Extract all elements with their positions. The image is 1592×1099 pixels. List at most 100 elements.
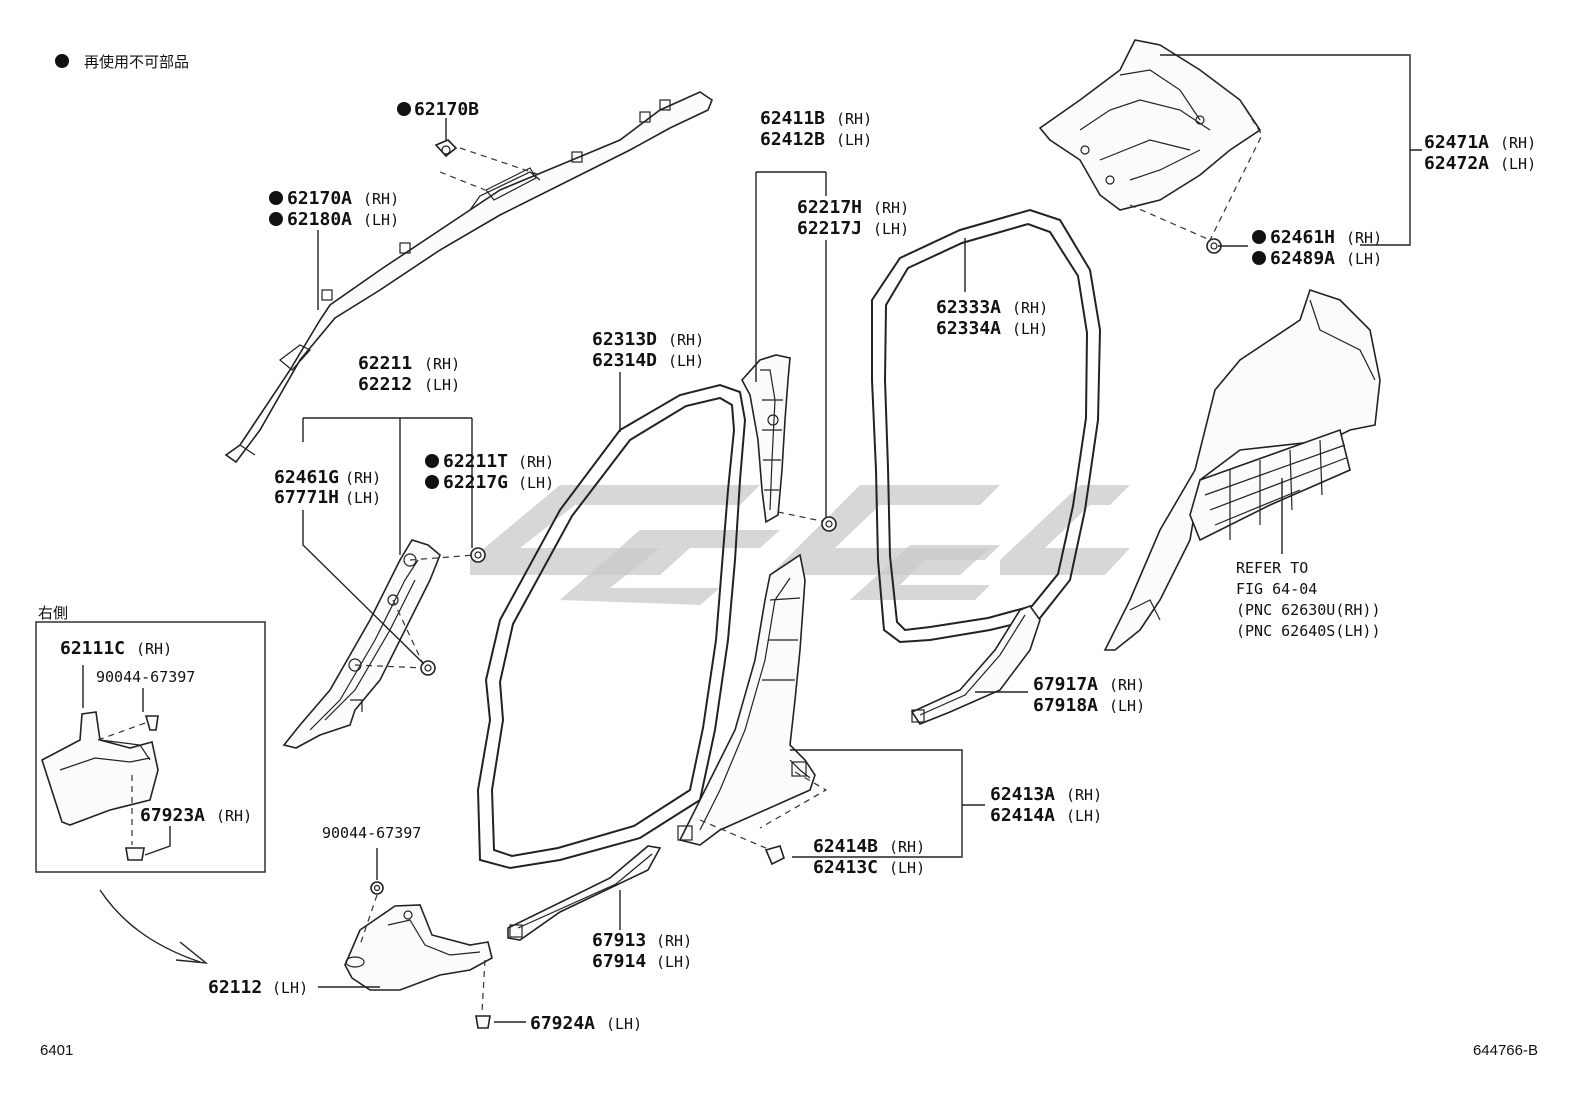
- side-suffix: (LH): [889, 859, 925, 877]
- refer-line: (PNC 62630U(RH)): [1236, 601, 1381, 619]
- callout-62170A: 62170A (RH) 62180A (LH): [269, 188, 399, 230]
- part-number: 62489A: [1270, 248, 1335, 269]
- side-suffix: (RH): [1066, 786, 1102, 804]
- clip-90044-icon: [370, 881, 384, 895]
- side-suffix: (LH): [668, 352, 704, 370]
- callout-62313D: 62313D (RH) 62314D (LH): [592, 329, 704, 371]
- side-suffix: (LH): [1012, 320, 1048, 338]
- side-suffix: (LH): [656, 953, 692, 971]
- callout-62112: 62112 (LH): [208, 977, 308, 998]
- inset-title: 右側: [38, 604, 68, 622]
- part-number: 62472A: [1424, 153, 1489, 174]
- side-suffix: (RH): [136, 640, 172, 658]
- part-number: 62217H: [797, 197, 862, 218]
- callout-90044-inset: 90044-67397: [96, 668, 195, 686]
- callout-62111C: 62111C (RH): [60, 638, 172, 659]
- legend-text: 再使用不可部品: [84, 53, 189, 71]
- part-number: 67923A: [140, 805, 205, 826]
- callout-67917A: 67917A (RH) 67918A (LH): [1033, 674, 1145, 716]
- side-suffix: (LH): [836, 131, 872, 149]
- side-suffix: (RH): [363, 190, 399, 208]
- part-number: 62333A: [936, 297, 1001, 318]
- side-suffix: (RH): [424, 355, 460, 373]
- part-number: 62461G: [274, 467, 339, 488]
- refer-line: FIG 64-04: [1236, 580, 1317, 598]
- side-suffix: (LH): [1066, 807, 1102, 825]
- part-number: 62180A: [287, 209, 352, 230]
- side-suffix: (LH): [424, 376, 460, 394]
- part-number: 62413A: [990, 784, 1055, 805]
- part-number: 67924A: [530, 1013, 595, 1034]
- callout-62211T: 62211T (RH) 62217G (LH): [425, 451, 554, 493]
- part-number: 67913: [592, 930, 646, 951]
- footer-right-code: 644766-B: [1473, 1042, 1538, 1059]
- inset-arrow-icon: [99, 889, 209, 964]
- part-number: 62413C: [813, 857, 878, 878]
- callout-62413A: 62413A (RH) 62414A (LH): [990, 784, 1102, 826]
- side-suffix: (RH): [656, 932, 692, 950]
- callout-90044-main: 90044-67397: [322, 824, 421, 842]
- part-number: 62112: [208, 977, 262, 998]
- part-number: 62211T: [443, 451, 508, 472]
- roof-side-inner-garnish-part: [1038, 39, 1262, 211]
- center-pillar-upper-garnish-part: [741, 354, 791, 524]
- part-number: 62170B: [414, 99, 479, 120]
- center-pillar-lower-garnish-part: [677, 553, 816, 846]
- part-number: 62217G: [443, 472, 508, 493]
- part-number: 62411B: [760, 108, 825, 129]
- callout-62170B: 62170B: [397, 99, 479, 120]
- rear-scuff-plate-part: [910, 605, 1041, 725]
- callout-67924A: 67924A (LH): [530, 1013, 642, 1034]
- retainer-67924A-icon: [475, 1015, 491, 1029]
- cowl-side-trim-lh-part: [344, 904, 493, 991]
- side-suffix: (RH): [1012, 299, 1048, 317]
- part-number: 67918A: [1033, 695, 1098, 716]
- side-suffix: (LH): [363, 211, 399, 229]
- clip-62461G-icon: [420, 660, 436, 676]
- roof-side-airbag-part: [224, 91, 713, 464]
- part-number: 62313D: [592, 329, 657, 350]
- callout-62461G: 62461G (RH) 67771H (LH): [274, 467, 381, 508]
- front-door-weatherstrip-part: [476, 383, 747, 870]
- part-number: 62217J: [797, 218, 862, 239]
- callout-67913: 67913 (RH) 67914 (LH): [592, 930, 692, 972]
- part-number: 62414A: [990, 805, 1055, 826]
- refer-line: (PNC 62640S(LH)): [1236, 622, 1381, 640]
- callout-62414B: 62414B (RH) 62413C (LH): [813, 836, 925, 878]
- side-suffix: (LH): [1346, 250, 1382, 268]
- part-number: 62414B: [813, 836, 878, 857]
- callout-62471A: 62471A (RH) 62472A (LH): [1424, 132, 1536, 174]
- side-suffix: (RH): [836, 110, 872, 128]
- part-number: 62461H: [1270, 227, 1335, 248]
- side-suffix: (LH): [518, 474, 554, 492]
- side-suffix: (LH): [606, 1015, 642, 1033]
- side-suffix: (RH): [1500, 134, 1536, 152]
- side-suffix: (LH): [1109, 697, 1145, 715]
- callout-67923A: 67923A (RH): [140, 805, 252, 826]
- leader-lines: [302, 54, 1422, 1023]
- refer-note: REFER TO FIG 64-04 (PNC 62630U(RH)) (PNC…: [1236, 559, 1381, 640]
- callout-62211: 62211 (RH) 62212 (LH): [358, 353, 460, 395]
- refer-line: REFER TO: [1236, 559, 1308, 577]
- part-number: 67917A: [1033, 674, 1098, 695]
- clip-62217H-icon: [821, 516, 837, 532]
- side-suffix: (RH): [518, 453, 554, 471]
- watermark-logo: [470, 485, 1130, 605]
- front-scuff-plate-part: [507, 845, 662, 941]
- part-number: 62334A: [936, 318, 1001, 339]
- legend: 再使用不可部品: [55, 53, 189, 71]
- inset-rh-side: 右側: [35, 604, 266, 873]
- side-suffix: (LH): [873, 220, 909, 238]
- side-suffix: (RH): [889, 838, 925, 856]
- part-number: 90044-67397: [96, 668, 195, 686]
- part-number: 62211: [358, 353, 412, 374]
- footer-left-code: 6401: [40, 1042, 73, 1059]
- side-suffix: (RH): [668, 331, 704, 349]
- callout-62461H: 62461H (RH) 62489A (LH): [1252, 227, 1382, 269]
- side-suffix: (RH): [873, 199, 909, 217]
- inset-retainer-icon: [125, 847, 145, 861]
- part-number: 62170A: [287, 188, 352, 209]
- side-suffix: (LH): [1500, 155, 1536, 173]
- side-suffix: (LH): [345, 489, 381, 507]
